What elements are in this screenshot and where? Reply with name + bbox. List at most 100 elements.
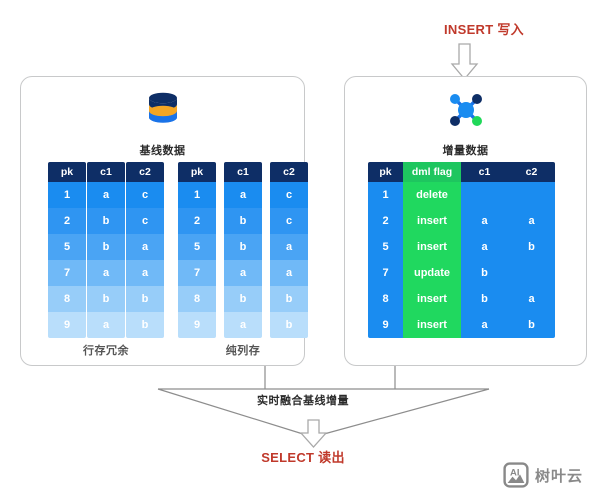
table-cell: 9 — [178, 312, 216, 338]
column-header: c2 — [126, 162, 164, 182]
table-cell: a — [224, 312, 262, 338]
table-cell: a — [224, 260, 262, 286]
table-cell: 2 — [178, 208, 216, 234]
table-cell: 1 — [48, 182, 86, 208]
column-header: pk — [368, 162, 403, 182]
table-cell: insert — [403, 234, 461, 260]
table-cell: a — [224, 182, 262, 208]
table-cell: 5 — [368, 234, 403, 260]
table-cell: insert — [403, 312, 461, 338]
table-cell: b — [508, 234, 555, 260]
table-cell: a — [87, 182, 125, 208]
table-cell: b — [126, 286, 164, 312]
table-cell: a — [87, 312, 125, 338]
row-store-column-c2: c2 c c a a b b — [126, 162, 164, 338]
table-cell: a — [461, 312, 508, 338]
merge-label: 实时融合基线增量 — [257, 395, 349, 407]
table-cell: b — [461, 286, 508, 312]
select-label: SELECT 读出 — [261, 450, 345, 465]
delta-column-dml-flag: dml flag delete insert insert update ins… — [403, 162, 461, 338]
column-header: c1 — [461, 162, 508, 182]
column-store-table: pk 1 2 5 7 8 9 c1 a b b a b a c2 c c a a… — [178, 162, 308, 338]
column-store-label: 纯列存 — [225, 345, 261, 357]
table-cell: b — [87, 286, 125, 312]
delta-column-pk: pk 1 2 5 7 8 9 — [368, 162, 403, 338]
table-cell: 8 — [48, 286, 86, 312]
table-cell: c — [270, 208, 308, 234]
table-cell: a — [461, 234, 508, 260]
table-cell: 8 — [178, 286, 216, 312]
watermark: AI 树叶云 — [503, 462, 583, 488]
insert-arrow-icon — [450, 43, 479, 81]
watermark-text: 树叶云 — [535, 467, 584, 485]
column-header: c1 — [224, 162, 262, 182]
table-cell: a — [508, 286, 555, 312]
table-cell: a — [508, 208, 555, 234]
column-store-column-pk: pk 1 2 5 7 8 9 — [178, 162, 216, 338]
svg-text:AI: AI — [510, 467, 520, 478]
table-cell: b — [224, 234, 262, 260]
table-cell: 9 — [48, 312, 86, 338]
table-cell: delete — [403, 182, 461, 208]
database-cylinder-icon — [140, 87, 186, 133]
table-cell: c — [270, 182, 308, 208]
baseline-caption: 基线数据 — [139, 145, 186, 157]
table-cell: a — [270, 260, 308, 286]
ai-image-icon: AI — [503, 462, 529, 488]
row-store-column-pk: pk 1 2 5 7 8 9 — [48, 162, 86, 338]
delta-caption: 增量数据 — [442, 145, 489, 157]
table-cell: 5 — [48, 234, 86, 260]
table-cell: 9 — [368, 312, 403, 338]
table-cell: b — [461, 260, 508, 286]
column-store-column-c2: c2 c c a a b b — [270, 162, 308, 338]
table-cell: a — [461, 208, 508, 234]
table-cell: 2 — [368, 208, 403, 234]
table-cell: b — [270, 286, 308, 312]
table-cell: 8 — [368, 286, 403, 312]
table-cell: 2 — [48, 208, 86, 234]
delta-column-c2: c2 a b a b — [508, 162, 555, 338]
column-header: c2 — [270, 162, 308, 182]
table-cell: 1 — [178, 182, 216, 208]
table-cell: c — [126, 182, 164, 208]
table-cell — [461, 182, 508, 208]
delta-table: pk 1 2 5 7 8 9 dml flag delete insert in… — [368, 162, 555, 338]
delta-column-c1: c1 a a b b a — [461, 162, 508, 338]
table-cell: a — [126, 234, 164, 260]
table-cell: c — [126, 208, 164, 234]
column-header: pk — [48, 162, 86, 182]
row-store-column-c1: c1 a b b a b a — [87, 162, 125, 338]
column-header: c2 — [508, 162, 555, 182]
table-cell: 7 — [368, 260, 403, 286]
table-cell: b — [224, 208, 262, 234]
table-cell: b — [87, 234, 125, 260]
table-cell: b — [87, 208, 125, 234]
table-cell — [508, 260, 555, 286]
baseline-panel-header: 基线数据 — [21, 87, 304, 158]
table-cell: 5 — [178, 234, 216, 260]
delta-panel-header: 增量数据 — [345, 87, 586, 158]
table-cell: a — [126, 260, 164, 286]
column-store-column-c1: c1 a b b a b a — [224, 162, 262, 338]
table-cell: a — [87, 260, 125, 286]
column-header: c1 — [87, 162, 125, 182]
table-cell — [508, 182, 555, 208]
insert-label: INSERT 写入 — [444, 22, 524, 37]
table-cell: insert — [403, 286, 461, 312]
table-cell: 7 — [48, 260, 86, 286]
table-cell: b — [508, 312, 555, 338]
table-cell: 7 — [178, 260, 216, 286]
table-cell: b — [270, 312, 308, 338]
table-cell: 1 — [368, 182, 403, 208]
column-header: dml flag — [403, 162, 461, 182]
table-cell: a — [270, 234, 308, 260]
network-node-icon — [443, 87, 489, 133]
table-cell: b — [126, 312, 164, 338]
select-arrow-icon — [299, 419, 328, 448]
row-store-label: 行存冗余 — [83, 345, 129, 357]
table-cell: b — [224, 286, 262, 312]
table-cell: insert — [403, 208, 461, 234]
column-header: pk — [178, 162, 216, 182]
row-store-table: pk 1 2 5 7 8 9 c1 a b b a b a c2 c c a a… — [48, 162, 164, 338]
table-cell: update — [403, 260, 461, 286]
